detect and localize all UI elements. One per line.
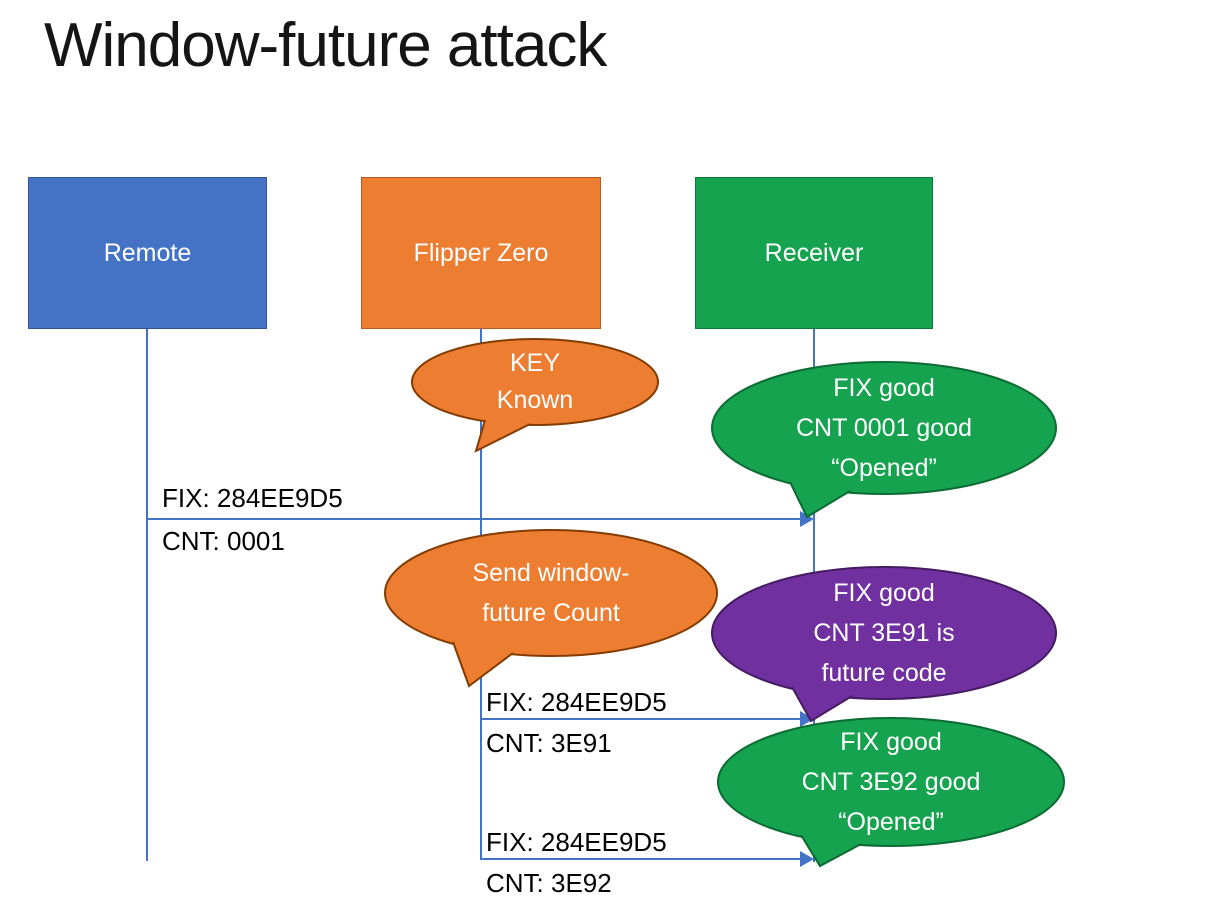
actor-label-receiver: Receiver [764,238,864,267]
message-arrow-3-line [481,858,801,860]
callout-text-line: future Count [482,599,620,627]
callout-send-window-future-count: Send window- future Count [383,528,719,696]
callout-text-line: CNT 3E91 is [813,619,955,647]
actor-label-remote: Remote [103,238,192,267]
callout-text-line: “Opened” [831,454,937,482]
message-arrow-2-line [481,718,801,720]
message-3-fix-label: FIX: 284EE9D5 [486,827,667,857]
arrowhead-right-icon [800,711,814,727]
actor-label-flipper-zero: Flipper Zero [413,238,549,267]
callout-fix-cnt-0001-good: FIX good CNT 0001 good “Opened” [710,360,1058,525]
speech-bubble-icon [384,529,718,688]
callout-fix-cnt-3e91-future-code: FIX good CNT 3E91 is future code [710,565,1058,727]
message-1-cnt-label: CNT: 0001 [162,526,285,556]
arrowhead-right-icon [800,851,814,867]
arrowhead-right-icon [800,511,814,527]
message-2-fix-label: FIX: 284EE9D5 [486,687,667,717]
actor-box-flipper-zero: Flipper Zero [361,177,601,329]
page-title: Window-future attack [44,11,607,80]
callout-text-line: Send window- [472,559,630,587]
callout-text-line: FIX good [840,728,942,756]
callout-fix-cnt-3e92-good: FIX good CNT 3E92 good “Opened” [716,716,1066,868]
message-2-cnt-label: CNT: 3E91 [486,728,612,758]
speech-bubble-icon [711,361,1057,519]
callout-text-line: KEY [509,349,561,377]
callout-text-line: FIX good [833,579,935,607]
actor-box-receiver: Receiver [695,177,933,329]
callout-text-line: Known [496,386,574,414]
message-arrow-1-line [147,518,801,520]
lifeline-remote [146,329,148,861]
callout-text-line: “Opened” [838,808,944,836]
callout-text-line: future code [821,659,947,687]
speech-bubble-icon [411,338,659,453]
message-3-cnt-label: CNT: 3E92 [486,868,612,898]
actor-box-remote: Remote [28,177,267,329]
callout-text-line: CNT 0001 good [795,414,973,442]
speech-bubble-icon [711,566,1057,723]
callout-text-line: FIX good [833,374,935,402]
speech-bubble-icon [717,717,1065,868]
callout-text-line: CNT 3E92 good [801,768,981,796]
callout-key-known: KEY Known [410,337,660,457]
message-1-fix-label: FIX: 284EE9D5 [162,483,343,513]
